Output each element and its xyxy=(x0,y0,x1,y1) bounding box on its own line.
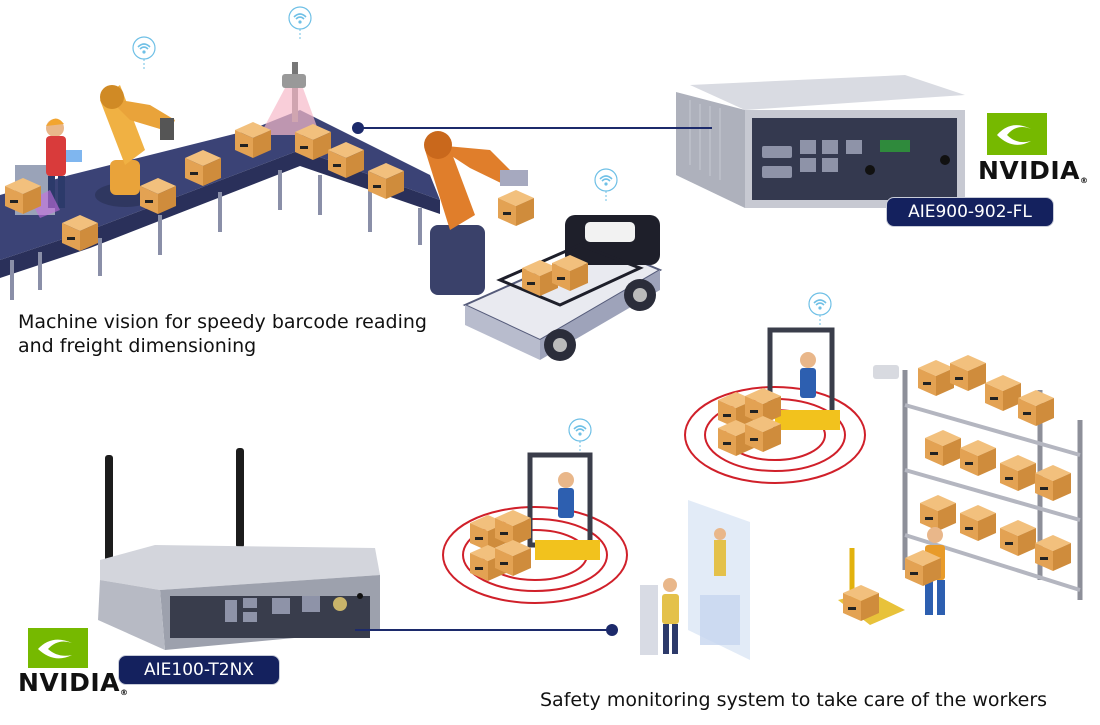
nvidia-logo-icon xyxy=(28,628,88,668)
nvidia-wordmark-text: NVIDIA xyxy=(18,668,120,697)
safety-caption: Safety monitoring system to take care of… xyxy=(540,689,1048,711)
aie900-device-image xyxy=(676,75,965,208)
nvidia-wordmark-text: NVIDIA xyxy=(978,156,1080,185)
machine-vision-caption-line2: and freight dimensioning xyxy=(18,335,257,357)
trademark-symbol: ® xyxy=(1079,176,1089,185)
wifi-signal-icon xyxy=(594,168,618,203)
wifi-signal-icon xyxy=(288,6,312,41)
aie100-device-image xyxy=(98,448,380,650)
aie100-model-badge: AIE100-T2NX xyxy=(118,655,280,685)
nvidia-logo-icon xyxy=(987,113,1047,155)
machine-vision-caption-line1: Machine vision for speedy barcode readin… xyxy=(18,311,427,333)
aie100-model-label: AIE100-T2NX xyxy=(144,660,254,680)
connector-line-bottom xyxy=(355,624,618,636)
trademark-symbol: ® xyxy=(119,688,129,697)
wifi-signal-icon xyxy=(132,36,156,71)
machine-vision-caption: Machine vision for speedy barcode readin… xyxy=(18,310,458,358)
face-recognition-gate xyxy=(640,500,750,660)
pallet-jack-worker xyxy=(838,527,945,625)
aie900-model-badge: AIE900-902-FL xyxy=(886,197,1054,227)
connector-line-top xyxy=(352,122,712,134)
conveyor-belt xyxy=(0,110,440,300)
aie900-model-label: AIE900-902-FL xyxy=(908,202,1032,222)
forklift-zone-upper xyxy=(684,292,866,484)
nvidia-wordmark-top: NVIDIA® xyxy=(978,156,1088,185)
agv-vehicle xyxy=(462,215,663,361)
forklift-zone-center xyxy=(442,418,628,604)
warehouse-shelves xyxy=(873,355,1083,600)
scanner-arm xyxy=(260,62,320,135)
robot-arm-right xyxy=(424,131,534,295)
nvidia-wordmark-bottom: NVIDIA® xyxy=(18,668,128,697)
